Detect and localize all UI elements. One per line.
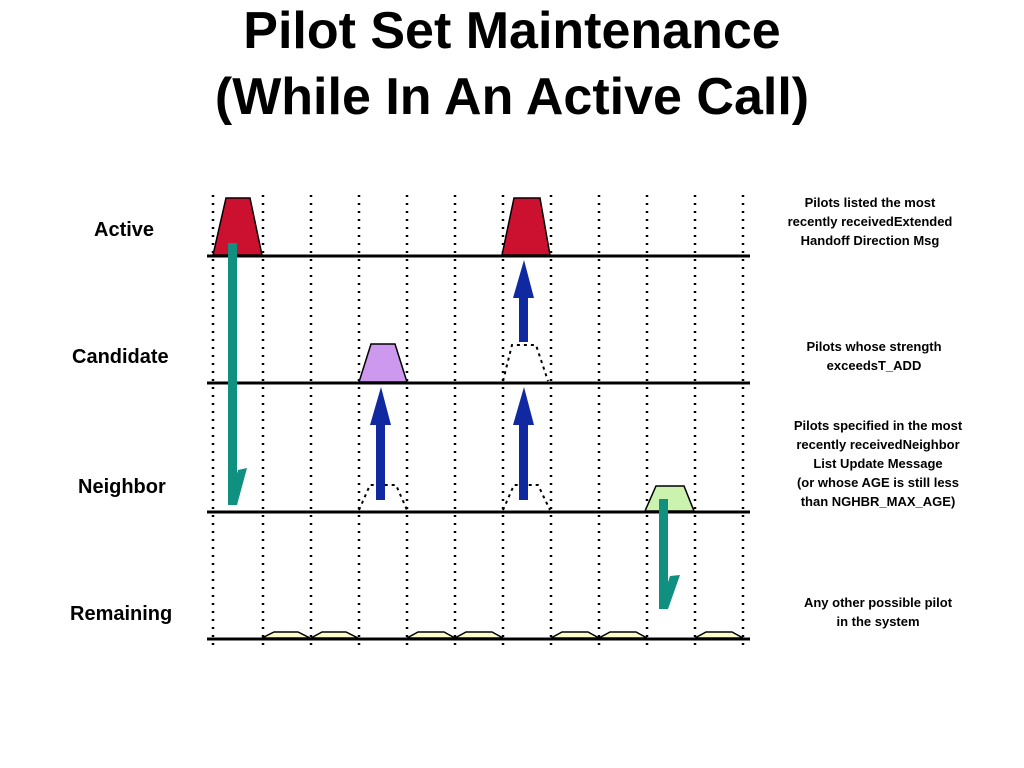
note-neighbor-line: Pilots specified in the most — [793, 418, 963, 433]
remaining-pulse — [694, 631, 744, 639]
neighbor-pulse — [643, 485, 696, 512]
teal-arrow-active-to-neighbor — [228, 243, 247, 505]
remaining-pulse — [310, 631, 359, 639]
candidate-pulse — [357, 343, 409, 383]
note-neighbor-line: than NGHBR_MAX_AGE) — [800, 494, 956, 509]
dotted-ghost-pulses — [358, 344, 551, 511]
row-label-neighbor: Neighbor — [78, 476, 166, 498]
blue-arrow-neighbor-to-candidate-2 — [513, 387, 534, 500]
title-line-2: (While In An Active Call) — [214, 68, 810, 126]
note-candidate-line: exceedsT_ADD — [826, 358, 922, 373]
teal-arrow-neighbor-to-remaining — [659, 499, 680, 609]
note-neighbor-line: recently receivedNeighbor — [796, 437, 960, 452]
note-active-line: recently receivedExtended — [787, 214, 953, 229]
blue-arrow-candidate-to-active — [513, 260, 534, 342]
note-neighbor-line: List Update Message — [813, 456, 943, 471]
note-remaining-line: Any other possible pilot — [803, 595, 953, 610]
arrow-shaft — [519, 294, 528, 342]
remaining-pulse — [454, 631, 504, 639]
note-active: Pilots listed the most recently received… — [770, 193, 970, 250]
row-label-candidate: Candidate — [72, 346, 169, 368]
note-remaining: Any other possible pilot in the system — [778, 593, 978, 631]
active-pulse — [501, 197, 551, 256]
arrow-shaft — [659, 499, 668, 609]
remaining-pulse — [406, 631, 456, 639]
remaining-pulse — [261, 631, 311, 639]
note-active-line: Handoff Direction Msg — [800, 233, 940, 248]
arrow-shaft — [376, 421, 385, 500]
note-neighbor: Pilots specified in the most recently re… — [770, 416, 986, 511]
row-label-active: Active — [94, 219, 155, 241]
arrow-head — [228, 468, 247, 505]
arrow-shaft — [519, 421, 528, 500]
row-label-remaining: Remaining — [70, 603, 173, 625]
arrow-head — [513, 260, 534, 298]
arrow-shaft — [228, 243, 237, 505]
note-neighbor-line: (or whose AGE is still less — [796, 475, 960, 490]
ghost-pulse-candidate — [502, 344, 549, 382]
arrow-head — [659, 575, 680, 609]
title-line-1: Pilot Set Maintenance — [243, 2, 781, 60]
note-candidate: Pilots whose strength exceedsT_ADD — [786, 337, 962, 375]
note-candidate-line: Pilots whose strength — [806, 339, 942, 354]
blue-arrow-neighbor-to-candidate — [370, 387, 391, 500]
remaining-pulses — [261, 631, 744, 639]
arrow-head — [513, 387, 534, 425]
ghost-pulse-neighbor — [502, 484, 551, 511]
note-active-line: Pilots listed the most — [804, 195, 936, 210]
arrow-head — [370, 387, 391, 425]
note-remaining-line: in the system — [836, 614, 920, 629]
active-pulse — [212, 197, 263, 256]
remaining-pulse — [550, 631, 600, 639]
remaining-pulse — [598, 631, 648, 639]
